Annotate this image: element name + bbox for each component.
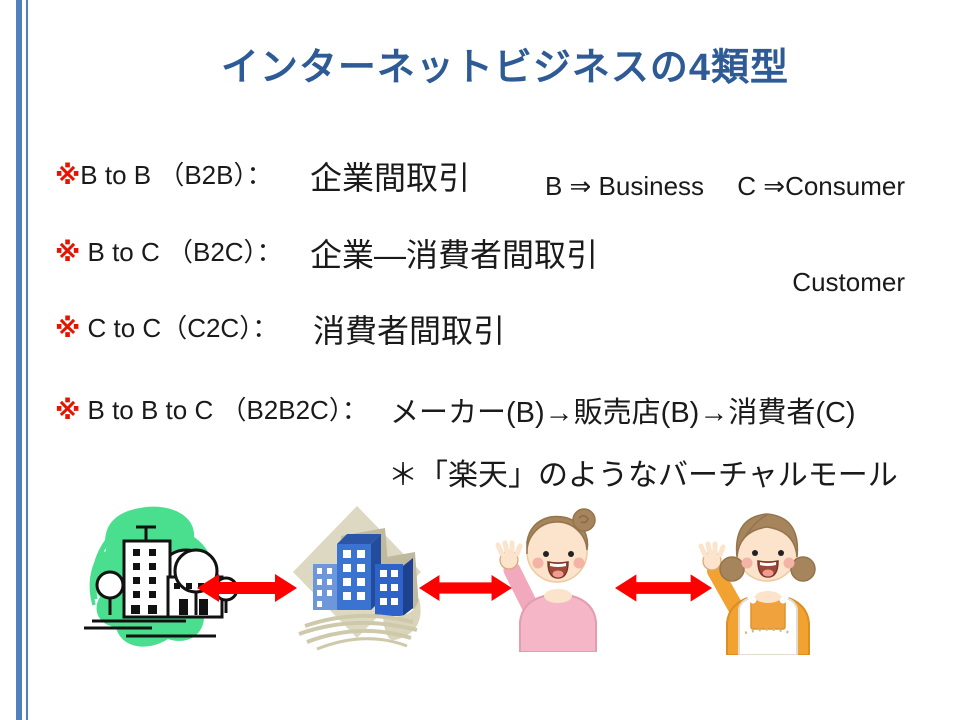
hair-bun-left	[719, 556, 745, 582]
bullet-marker: ※	[55, 160, 81, 190]
bullet-marker: ※	[55, 395, 81, 425]
woman-pink-illustration	[494, 500, 622, 652]
legend-line-2: Customer	[792, 267, 905, 297]
bullet-marker: ※	[55, 313, 81, 343]
left-accent-bar-thin	[26, 0, 28, 720]
rakuten-note: ＊「楽天」のようなバーチャルモール	[388, 459, 898, 492]
woman-pink-svg	[495, 508, 597, 652]
bullet-row-b2c: ※ B to C （B2C）： 企業—消費者間取引	[55, 232, 935, 282]
bullet-desc: 企業—消費者間取引	[310, 237, 599, 273]
bullet-marker: ※	[55, 237, 81, 267]
swoosh-arcs	[298, 613, 418, 651]
blue-buildings	[313, 534, 413, 616]
office-buildings-illustration	[287, 500, 427, 652]
pink-top	[519, 595, 597, 652]
legend-line-1: B ⇒ Business C ⇒Consumer	[544, 171, 905, 201]
neckline	[544, 589, 572, 603]
hair-bun	[572, 508, 596, 532]
ground-lines	[84, 619, 216, 638]
apron-stitching	[744, 628, 792, 635]
page-title: インターネットビジネスの4類型	[220, 47, 790, 89]
double-headed-arrow-icon	[419, 571, 512, 605]
city-illustration-svg	[84, 506, 238, 647]
bullet-desc: 企業間取引	[310, 160, 471, 196]
woman-apron-illustration	[695, 497, 837, 655]
bullet-label: C to C（C2C）：	[80, 313, 286, 343]
city-illustration	[68, 497, 238, 652]
bullet-label: B to B to C （B2B2C）：	[80, 395, 376, 425]
bullet-label: B to C （B2C）：	[80, 237, 290, 267]
legend-block: B ⇒ Business C ⇒Consumer Customer	[545, 106, 905, 362]
bullet-row-b2b: ※B to B （B2B）： 企業間取引	[55, 155, 935, 205]
face-features	[532, 551, 585, 579]
bullet-desc: メーカー(B)→販売店(B)→消費者(C)	[390, 397, 856, 429]
office-buildings-svg	[293, 506, 421, 651]
neckline	[755, 591, 781, 603]
face-features	[741, 550, 795, 578]
left-accent-bar-thick	[16, 0, 22, 720]
apron-straps	[743, 586, 793, 604]
bullet-label: B to B （B2B）：	[80, 160, 280, 190]
double-headed-arrow-icon	[615, 571, 712, 605]
woman-apron-svg	[698, 513, 816, 655]
bullet-desc: 消費者間取引	[313, 313, 506, 349]
hair-bun-right	[790, 556, 816, 582]
double-headed-arrow-icon	[197, 571, 297, 605]
apron-bib	[750, 598, 786, 630]
bullet-row-c2c: ※ C to C（C2C）： 消費者間取引	[55, 308, 935, 358]
hair	[526, 515, 589, 555]
hair	[735, 513, 799, 558]
bullet-row-b2b2c: ※ B to B to C （B2B2C）： メーカー(B)→販売店(B)→消費…	[55, 390, 935, 440]
